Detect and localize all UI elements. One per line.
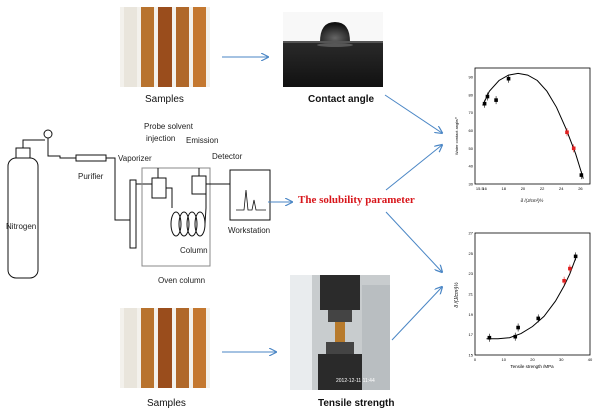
probe-solvent-label: Probe solvent	[144, 122, 193, 131]
sample-top-strip-1	[141, 7, 155, 87]
purifier-label: Purifier	[78, 172, 104, 181]
sample-bottom-strip-1	[141, 308, 155, 388]
chart1-xtick-6: 26	[578, 186, 583, 191]
workstation-label: Workstation	[228, 226, 271, 235]
sample-top-strip-2	[158, 7, 172, 87]
chart1-fit-curve	[482, 72, 584, 179]
chart2-frame	[474, 232, 591, 356]
chart2-xlabel: Tensile strength /MPa	[510, 364, 554, 369]
chart1-xtick-1: 16	[482, 186, 487, 191]
chart-contact-angle: 30 40 50 60 70 80 90 15.516 18 20 22 24 26 Water con…	[454, 67, 591, 203]
chart1-xtick-3: 20	[521, 186, 526, 191]
chart1-ytick-2: 50	[469, 146, 474, 151]
chart2-xtick-2: 20	[530, 357, 535, 362]
chart2-xtick-0: 0	[474, 357, 477, 362]
sample-bottom-strip-4	[192, 308, 207, 388]
solubility-parameter-label: The solubility parameter	[298, 194, 415, 206]
emission-label: Emission	[186, 136, 219, 145]
arrow-solubility-to-chart-top	[385, 145, 442, 191]
detector-label: Detector	[212, 152, 243, 161]
arrow-solubility-to-chart-bottom	[385, 211, 442, 272]
chart1-ytick-0: 30	[469, 182, 474, 187]
chart2-ytick-4: 23	[469, 271, 474, 276]
chart2-ytick-2: 19	[469, 312, 474, 317]
samples-top-label: Samples	[145, 94, 184, 105]
samples-bottom-photo	[120, 308, 210, 388]
tensile-strength-label: Tensile strength	[318, 398, 395, 409]
oven-column-box	[141, 167, 211, 267]
chart2-ytick-5: 25	[469, 251, 474, 256]
tensile-test-image: 2012-12-11 11:44	[290, 275, 390, 390]
gc-apparatus-diagram	[7, 129, 271, 279]
nitrogen-label: Nitrogen	[6, 222, 37, 231]
sample-top-strip-0	[124, 7, 138, 87]
contact-angle-label: Contact angle	[308, 94, 375, 105]
sample-bottom-strip-2	[158, 308, 172, 388]
vaporizer-label: Vaporizer	[118, 154, 152, 163]
chart2-xtick-1: 10	[502, 357, 507, 362]
chart1-ytick-4: 70	[469, 110, 474, 115]
chart1-xtick-5: 24	[559, 186, 564, 191]
chart1-ylabel: Water contact angle/°	[454, 117, 459, 156]
tensile-timestamp: 2012-12-11 11:44	[336, 378, 375, 384]
sample-top-strip-4	[192, 7, 207, 87]
chart1-xtick-2: 18	[502, 186, 507, 191]
arrow-contact-angle-to-chart	[384, 94, 442, 133]
chart2-xtick-4: 40	[588, 357, 593, 362]
chart1-ytick-1: 40	[469, 164, 474, 169]
chart2-ytick-6: 27	[469, 231, 474, 236]
chart1-xtick-4: 22	[540, 186, 545, 191]
chart2-ytick-1: 17	[469, 332, 474, 337]
injection-label: injection	[146, 134, 176, 143]
column-label: Column	[180, 246, 208, 255]
sample-top-strip-3	[175, 7, 189, 87]
chart2-ytick-0: 15	[469, 353, 474, 358]
sample-bottom-strip-3	[175, 308, 189, 388]
chart1-ytick-3: 60	[469, 128, 474, 133]
detector-box	[191, 175, 207, 195]
contact-angle-image	[283, 12, 383, 87]
purifier-box	[75, 154, 107, 162]
vaporizer-box	[151, 177, 167, 199]
chart2-ytick-3: 21	[469, 292, 474, 297]
chart2-xtick-3: 30	[559, 357, 564, 362]
chart1-xlabel: δ /(J/cm³)½	[521, 197, 544, 203]
workstation-box	[229, 169, 271, 221]
chart1-ytick-5: 80	[469, 92, 474, 97]
samples-top-photo	[120, 7, 210, 87]
chart-tensile: 15 17 19 21 23 25 27 0 10 20 30 40 δ /(J/cm³)½ Tens…	[453, 231, 593, 370]
samples-bottom-label: Samples	[147, 398, 186, 409]
nitrogen-cylinder	[7, 157, 39, 279]
chart1-xtick-0: 15.5	[476, 186, 485, 191]
chart1-ytick-6: 90	[469, 74, 474, 79]
sample-bottom-strip-0	[124, 308, 138, 388]
chart1-frame	[474, 67, 591, 185]
chart2-fit-curve	[486, 258, 577, 340]
arrow-tensile-to-chart	[391, 287, 442, 341]
chart2-ylabel: δ /(J/cm³)½	[453, 282, 460, 308]
oven-column-label: Oven column	[158, 276, 206, 285]
pressure-gauge-icon	[43, 129, 53, 139]
